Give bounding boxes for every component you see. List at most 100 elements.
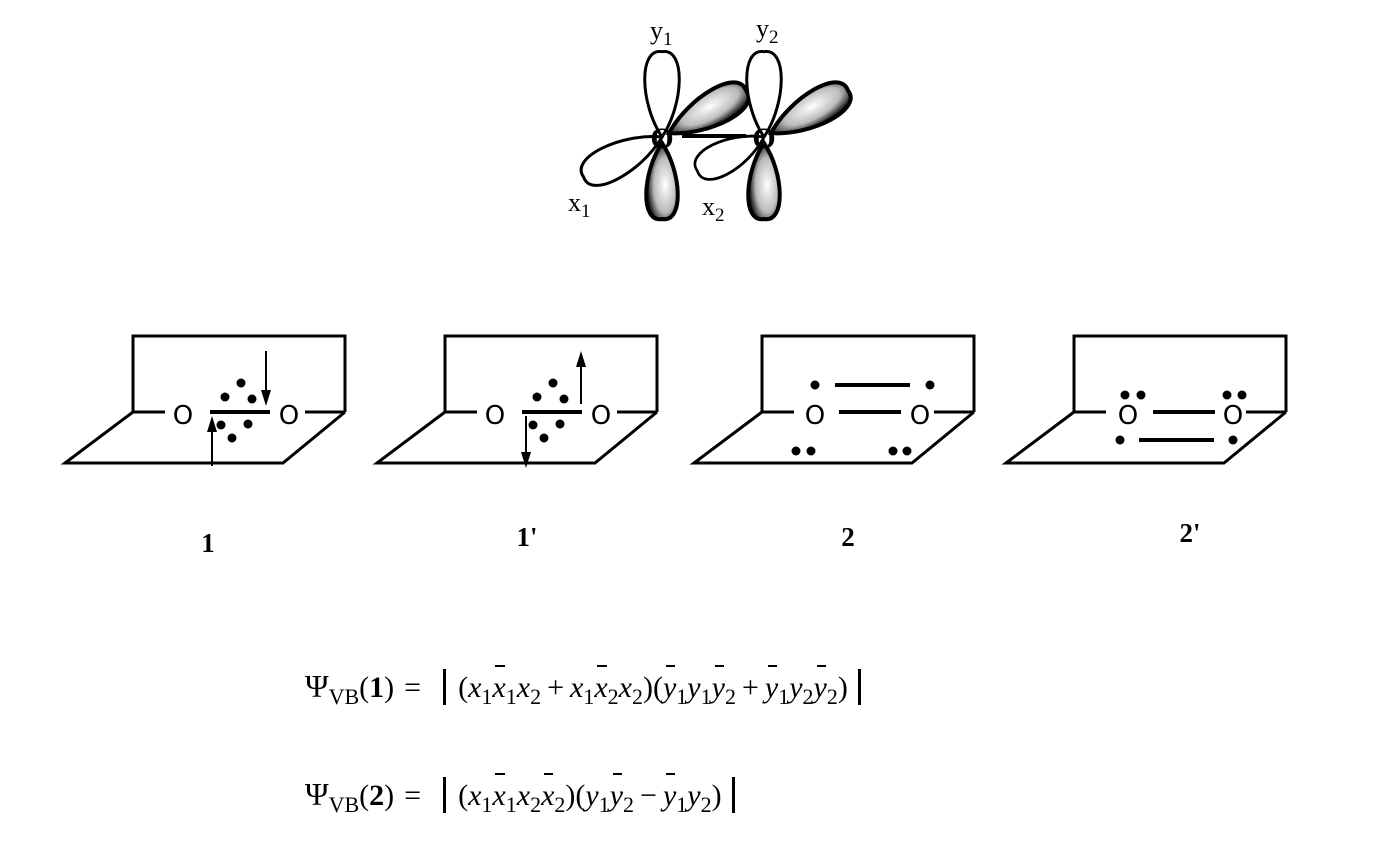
orbital-index: 2 — [530, 684, 542, 709]
electron-dot — [216, 420, 226, 430]
electron-dot — [532, 392, 542, 402]
orbital-symbol: x — [492, 671, 506, 704]
orbital-symbol: y — [687, 779, 701, 812]
spin-down-arrow — [521, 452, 531, 468]
orbital-index: 2 — [631, 684, 643, 709]
oxygen-atom: O — [805, 401, 825, 431]
operator: − — [640, 779, 657, 812]
electron-dot — [236, 378, 246, 388]
horizontal-plane — [372, 410, 658, 465]
paren: ( — [359, 671, 370, 704]
orbital-index: 2 — [607, 684, 619, 709]
paren: ) — [384, 779, 395, 812]
orbital-symbol: x — [570, 671, 584, 704]
oxygen-atom: O — [173, 401, 193, 431]
electron-dot — [1237, 390, 1247, 400]
paren: ( — [458, 671, 469, 704]
label-x1: x1 — [568, 188, 591, 222]
orbital-index: 1 — [676, 792, 688, 817]
oxygen-atom: O — [1223, 401, 1243, 431]
electron-dot — [243, 419, 253, 429]
operator: + — [741, 671, 759, 704]
orbital-symbol: y — [609, 779, 624, 812]
orbital-symbol: y — [662, 671, 677, 704]
electron-dot — [559, 394, 569, 404]
orbital-index: 1 — [481, 792, 493, 817]
psi-subscript: VB — [328, 792, 360, 817]
orbital-symbol: y — [687, 671, 701, 704]
spin-up-arrow — [207, 416, 217, 432]
orbital-symbol: x — [618, 671, 632, 704]
orbital-index: 2 — [826, 684, 838, 709]
electron-dot — [247, 394, 257, 404]
orbital-symbol: x — [594, 671, 608, 704]
determinant-bar-right — [731, 777, 735, 813]
beta-spin-orbital: x1 — [492, 671, 516, 709]
horizontal-plane — [689, 410, 975, 465]
paren: ) — [384, 671, 395, 704]
paren: )( — [565, 779, 586, 812]
spin-down-arrow — [261, 390, 271, 406]
beta-spin-orbital: x2 — [594, 671, 618, 709]
electron-dot — [1228, 435, 1238, 445]
alpha-spin-orbital: y2 — [789, 671, 813, 709]
determinant-bar-left — [443, 777, 447, 813]
orbital-index: 1 — [598, 792, 610, 817]
paren: ( — [458, 779, 469, 812]
psi-symbol: Ψ — [305, 668, 329, 704]
equation-psi-vb-1: ΨVB(1)=(x1x1x2+x1x2x2)(y1y1y2+y1y2y2) — [305, 668, 861, 710]
paren: ) — [837, 671, 848, 704]
orbital-index: 1 — [676, 684, 688, 709]
determinant-bar-right — [857, 669, 861, 705]
orbital-symbol: x — [492, 779, 506, 812]
vertical-plane — [131, 334, 347, 412]
paren: ) — [711, 779, 722, 812]
beta-spin-orbital: x1 — [492, 779, 516, 817]
label-x2: x2 — [702, 192, 725, 226]
vertical-plane — [443, 334, 659, 412]
oxygen-atom: O — [591, 401, 611, 431]
spin-up-arrow — [576, 351, 586, 367]
electron-dot — [227, 433, 237, 443]
electron-dot — [220, 392, 230, 402]
electron-dot — [528, 420, 538, 430]
orbital-index: 1 — [505, 684, 517, 709]
alpha-spin-orbital: y1 — [585, 779, 609, 817]
structure-label-2: 2 — [841, 522, 855, 552]
orbital-symbol: x — [468, 779, 482, 812]
beta-spin-orbital: y1 — [662, 671, 687, 709]
orbital-symbol: y — [711, 671, 725, 704]
electron-dot — [791, 446, 801, 456]
orbital-symbol: y — [585, 779, 599, 812]
label-y1: y1 — [650, 16, 673, 50]
beta-spin-orbital: y2 — [814, 671, 838, 709]
label-y2: y2 — [756, 14, 779, 48]
orbital-index: 2 — [623, 792, 635, 817]
electron-dot — [548, 378, 558, 388]
orbital-index: 2 — [724, 684, 736, 709]
beta-spin-orbital: y2 — [711, 671, 736, 709]
orbital-symbol: y — [764, 671, 779, 704]
electron-dot — [806, 446, 816, 456]
orbital-symbol: x — [516, 779, 531, 812]
electron-dot — [1136, 390, 1146, 400]
equals-sign: = — [404, 671, 422, 704]
orbital-symbol: y — [789, 671, 803, 704]
beta-spin-orbital: y2 — [609, 779, 634, 817]
beta-spin-orbital: y1 — [663, 779, 687, 817]
electron-dot — [810, 380, 820, 390]
vertical-plane — [1072, 334, 1288, 412]
electron-dot — [1222, 390, 1232, 400]
alpha-spin-orbital: x1 — [468, 671, 492, 709]
equals-sign: = — [404, 779, 422, 812]
oxygen-atom: O — [279, 401, 299, 431]
operator: + — [547, 671, 564, 704]
orbital-index: 1 — [583, 684, 595, 709]
orbital-symbol: x — [468, 671, 482, 704]
structure-label-1: 1 — [201, 528, 215, 558]
orbital-index: 1 — [505, 792, 517, 817]
alpha-spin-orbital: y2 — [687, 779, 711, 817]
alpha-spin-orbital: x2 — [517, 671, 541, 709]
beta-spin-orbital: y1 — [764, 671, 789, 709]
